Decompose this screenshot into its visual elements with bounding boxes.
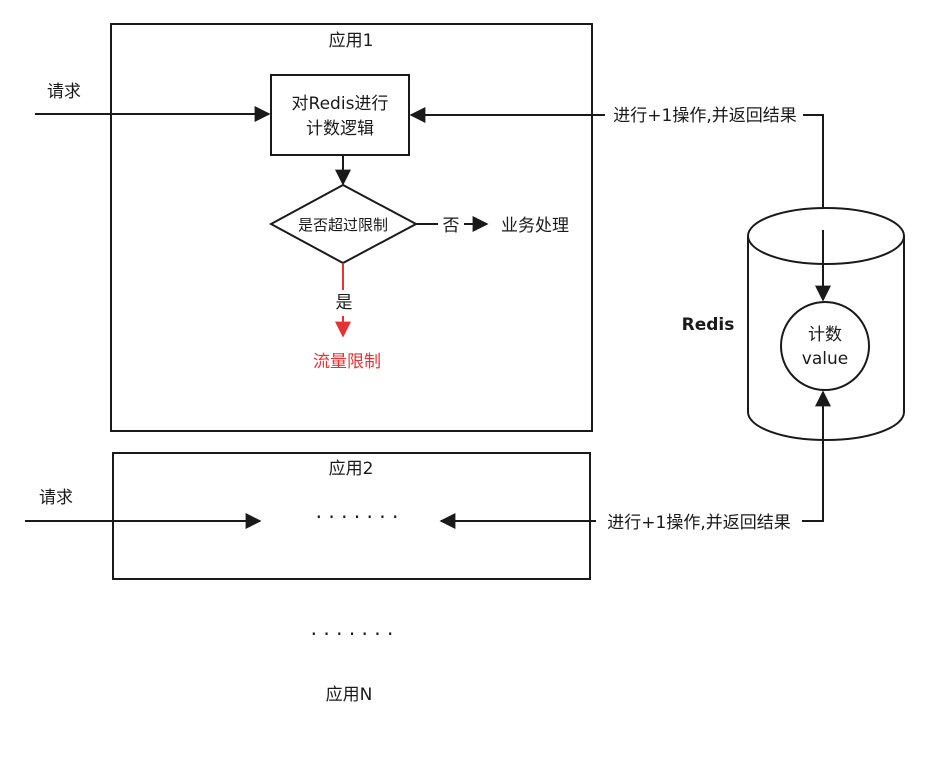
business-process-label: 业务处理 xyxy=(501,216,569,236)
counter-label-line1: 计数 xyxy=(808,325,842,345)
no-label: 否 xyxy=(443,216,460,236)
decision-label: 是否超过限制 xyxy=(298,216,388,234)
appN-title: 应用N xyxy=(326,685,373,705)
app2-title: 应用2 xyxy=(329,459,374,479)
process-label-line2: 计数逻辑 xyxy=(306,119,374,139)
yes-label: 是 xyxy=(336,293,353,313)
redis-label: Redis xyxy=(682,315,735,335)
app2-ellipsis: · · · · · · · xyxy=(316,505,399,529)
app2-container xyxy=(112,452,591,580)
rate-limit-label: 流量限制 xyxy=(313,352,381,372)
appN-ellipsis: · · · · · · · xyxy=(311,622,394,646)
app1-redis-op-label: 进行+1操作,并返回结果 xyxy=(613,106,796,126)
process-box xyxy=(270,74,410,156)
app2-request-label: 请求 xyxy=(39,488,73,508)
counter-circle xyxy=(780,301,870,391)
app1-title: 应用1 xyxy=(329,31,374,51)
process-label-line1: 对Redis进行 xyxy=(292,94,389,114)
app1-request-label: 请求 xyxy=(47,82,81,102)
counter-label-line2: value xyxy=(802,349,848,369)
app2-redis-op-label: 进行+1操作,并返回结果 xyxy=(607,513,790,533)
